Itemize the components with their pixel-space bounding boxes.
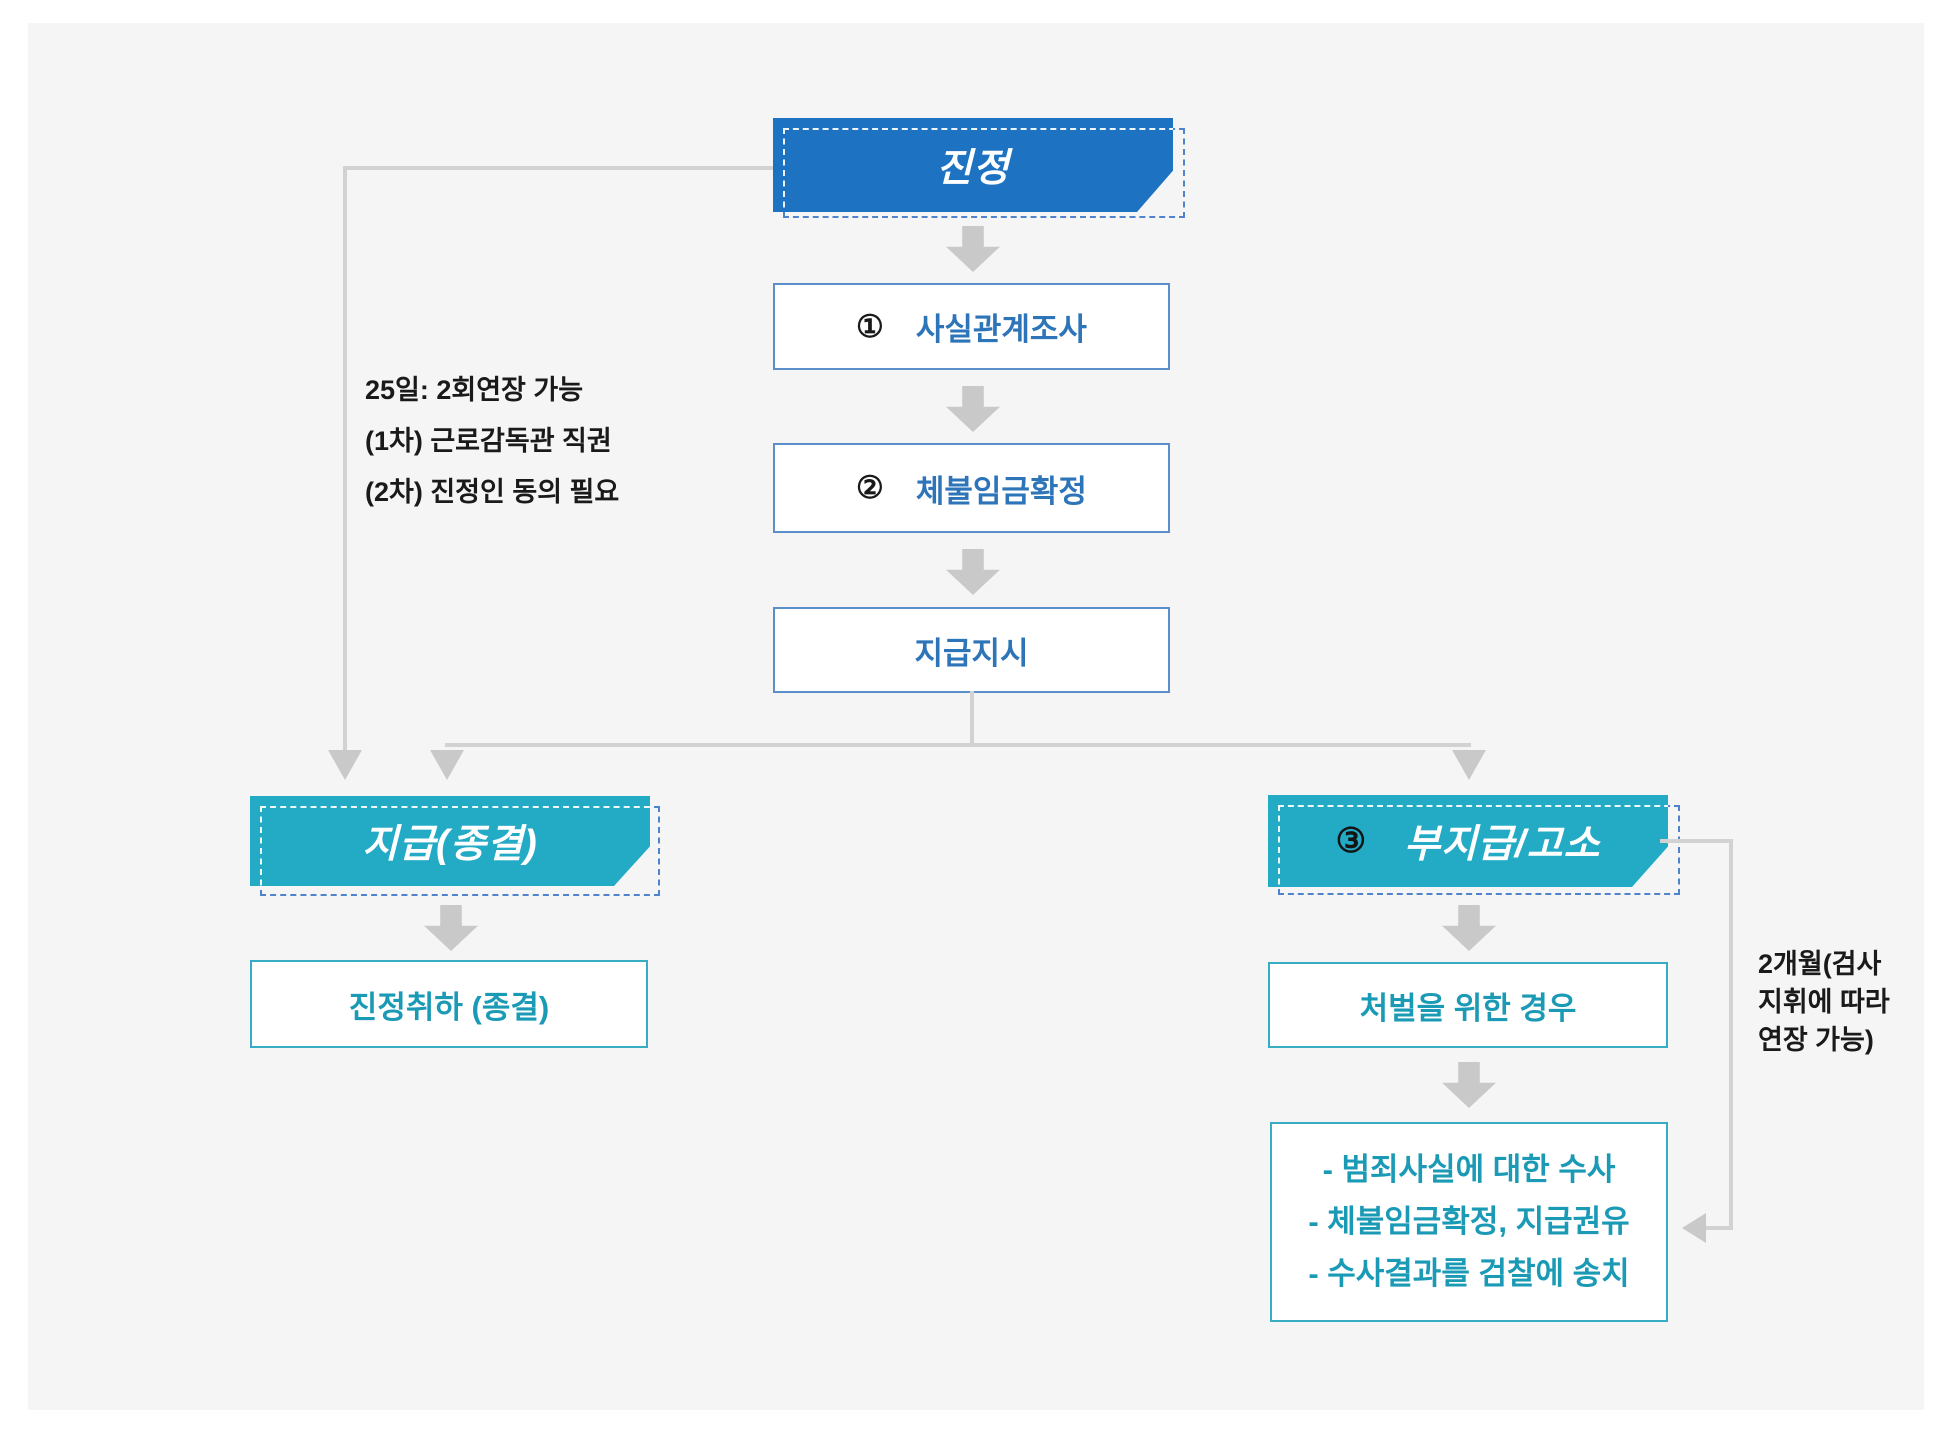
banner-payment-closed-label: 지급(종결) — [362, 823, 538, 866]
arrowhead-down-left-long — [328, 750, 362, 780]
note-two-months-line-1: 2개월(검사 — [1758, 949, 1882, 979]
banner-nonpayment-label: 부지급/고소 — [1404, 823, 1601, 866]
result-box-withdrawal: 진정취하 (종결) — [250, 960, 648, 1048]
banner-nonpayment-accusation: ③ 부지급/고소 — [1268, 795, 1680, 895]
step-number-1: ① — [856, 308, 884, 344]
step-box-unpaid-wage: ② 체불임금확정 — [773, 443, 1170, 533]
action-line-2: - 체불임금확정, 지급권유 — [1308, 1204, 1630, 1239]
actions-box-investigation: - 범죄사실에 대한 수사 - 체불임금확정, 지급권유 - 수사결과를 검찰에… — [1270, 1122, 1668, 1322]
connector-loop-bottom — [1704, 1226, 1733, 1230]
connector-loop-vertical — [1729, 839, 1733, 1230]
step-label-payment-order: 지급지시 — [914, 635, 1029, 671]
note-extension-line-2: (1차) 근로감독관 직권 — [365, 426, 612, 456]
banner-payment-closed-inner-dashes — [260, 806, 650, 886]
note-extension-line-1: 25일: 2회연장 가능 — [365, 375, 584, 405]
banner-petition: 진정 — [773, 118, 1185, 218]
arrowhead-down-branch-right — [1452, 750, 1486, 780]
action-line-3: - 수사결과를 검찰에 송치 — [1308, 1256, 1630, 1291]
banner-petition-label: 진정 — [936, 147, 1010, 190]
banner-nonpayment-ribbon: ③ 부지급/고소 — [1268, 795, 1668, 887]
arrowhead-left-loop — [1682, 1213, 1706, 1243]
banner-petition-inner-dashes — [783, 128, 1173, 212]
step-label-fact-check: 사실관계조사 — [915, 312, 1087, 347]
connector-loop-top — [1660, 839, 1733, 843]
step-box-payment-order: 지급지시 — [773, 607, 1170, 693]
case-label-punishment: 처벌을 위한 경우 — [1359, 990, 1577, 1026]
result-label-withdrawal: 진정취하 (종결) — [348, 989, 550, 1025]
note-two-months-line-3: 연장 가능) — [1758, 1025, 1874, 1055]
case-box-punishment: 처벌을 위한 경우 — [1268, 962, 1668, 1048]
arrowhead-down-branch-left — [430, 750, 464, 780]
connector-top-to-left-vertical — [343, 166, 347, 750]
banner-petition-ribbon: 진정 — [773, 118, 1173, 212]
step-label-unpaid-wage: 체불임금확정 — [915, 473, 1087, 509]
connector-branch-horizontal — [445, 743, 1471, 747]
connector-branch-stub — [970, 691, 974, 745]
step-box-fact-check: ① 사실관계조사 — [773, 283, 1170, 370]
banner-payment-closed: 지급(종결) — [250, 796, 660, 896]
banner-nonpayment-number: ③ — [1335, 822, 1367, 860]
note-extension-line-3: (2차) 진정인 동의 필요 — [365, 477, 620, 507]
note-two-months-line-2: 지휘에 따라 — [1758, 987, 1890, 1017]
action-line-1: - 범죄사실에 대한 수사 — [1322, 1152, 1616, 1187]
note-extension-rules: 25일: 2회연장 가능 (1차) 근로감독관 직권 (2차) 진정인 동의 필… — [365, 372, 619, 525]
connector-top-to-left-horizontal — [343, 166, 775, 170]
step-number-2: ② — [856, 470, 884, 505]
banner-nonpayment-inner-dashes — [1278, 805, 1668, 887]
note-two-months: 2개월(검사 지휘에 따라 연장 가능) — [1758, 945, 1890, 1059]
banner-payment-closed-ribbon: 지급(종결) — [250, 796, 650, 886]
